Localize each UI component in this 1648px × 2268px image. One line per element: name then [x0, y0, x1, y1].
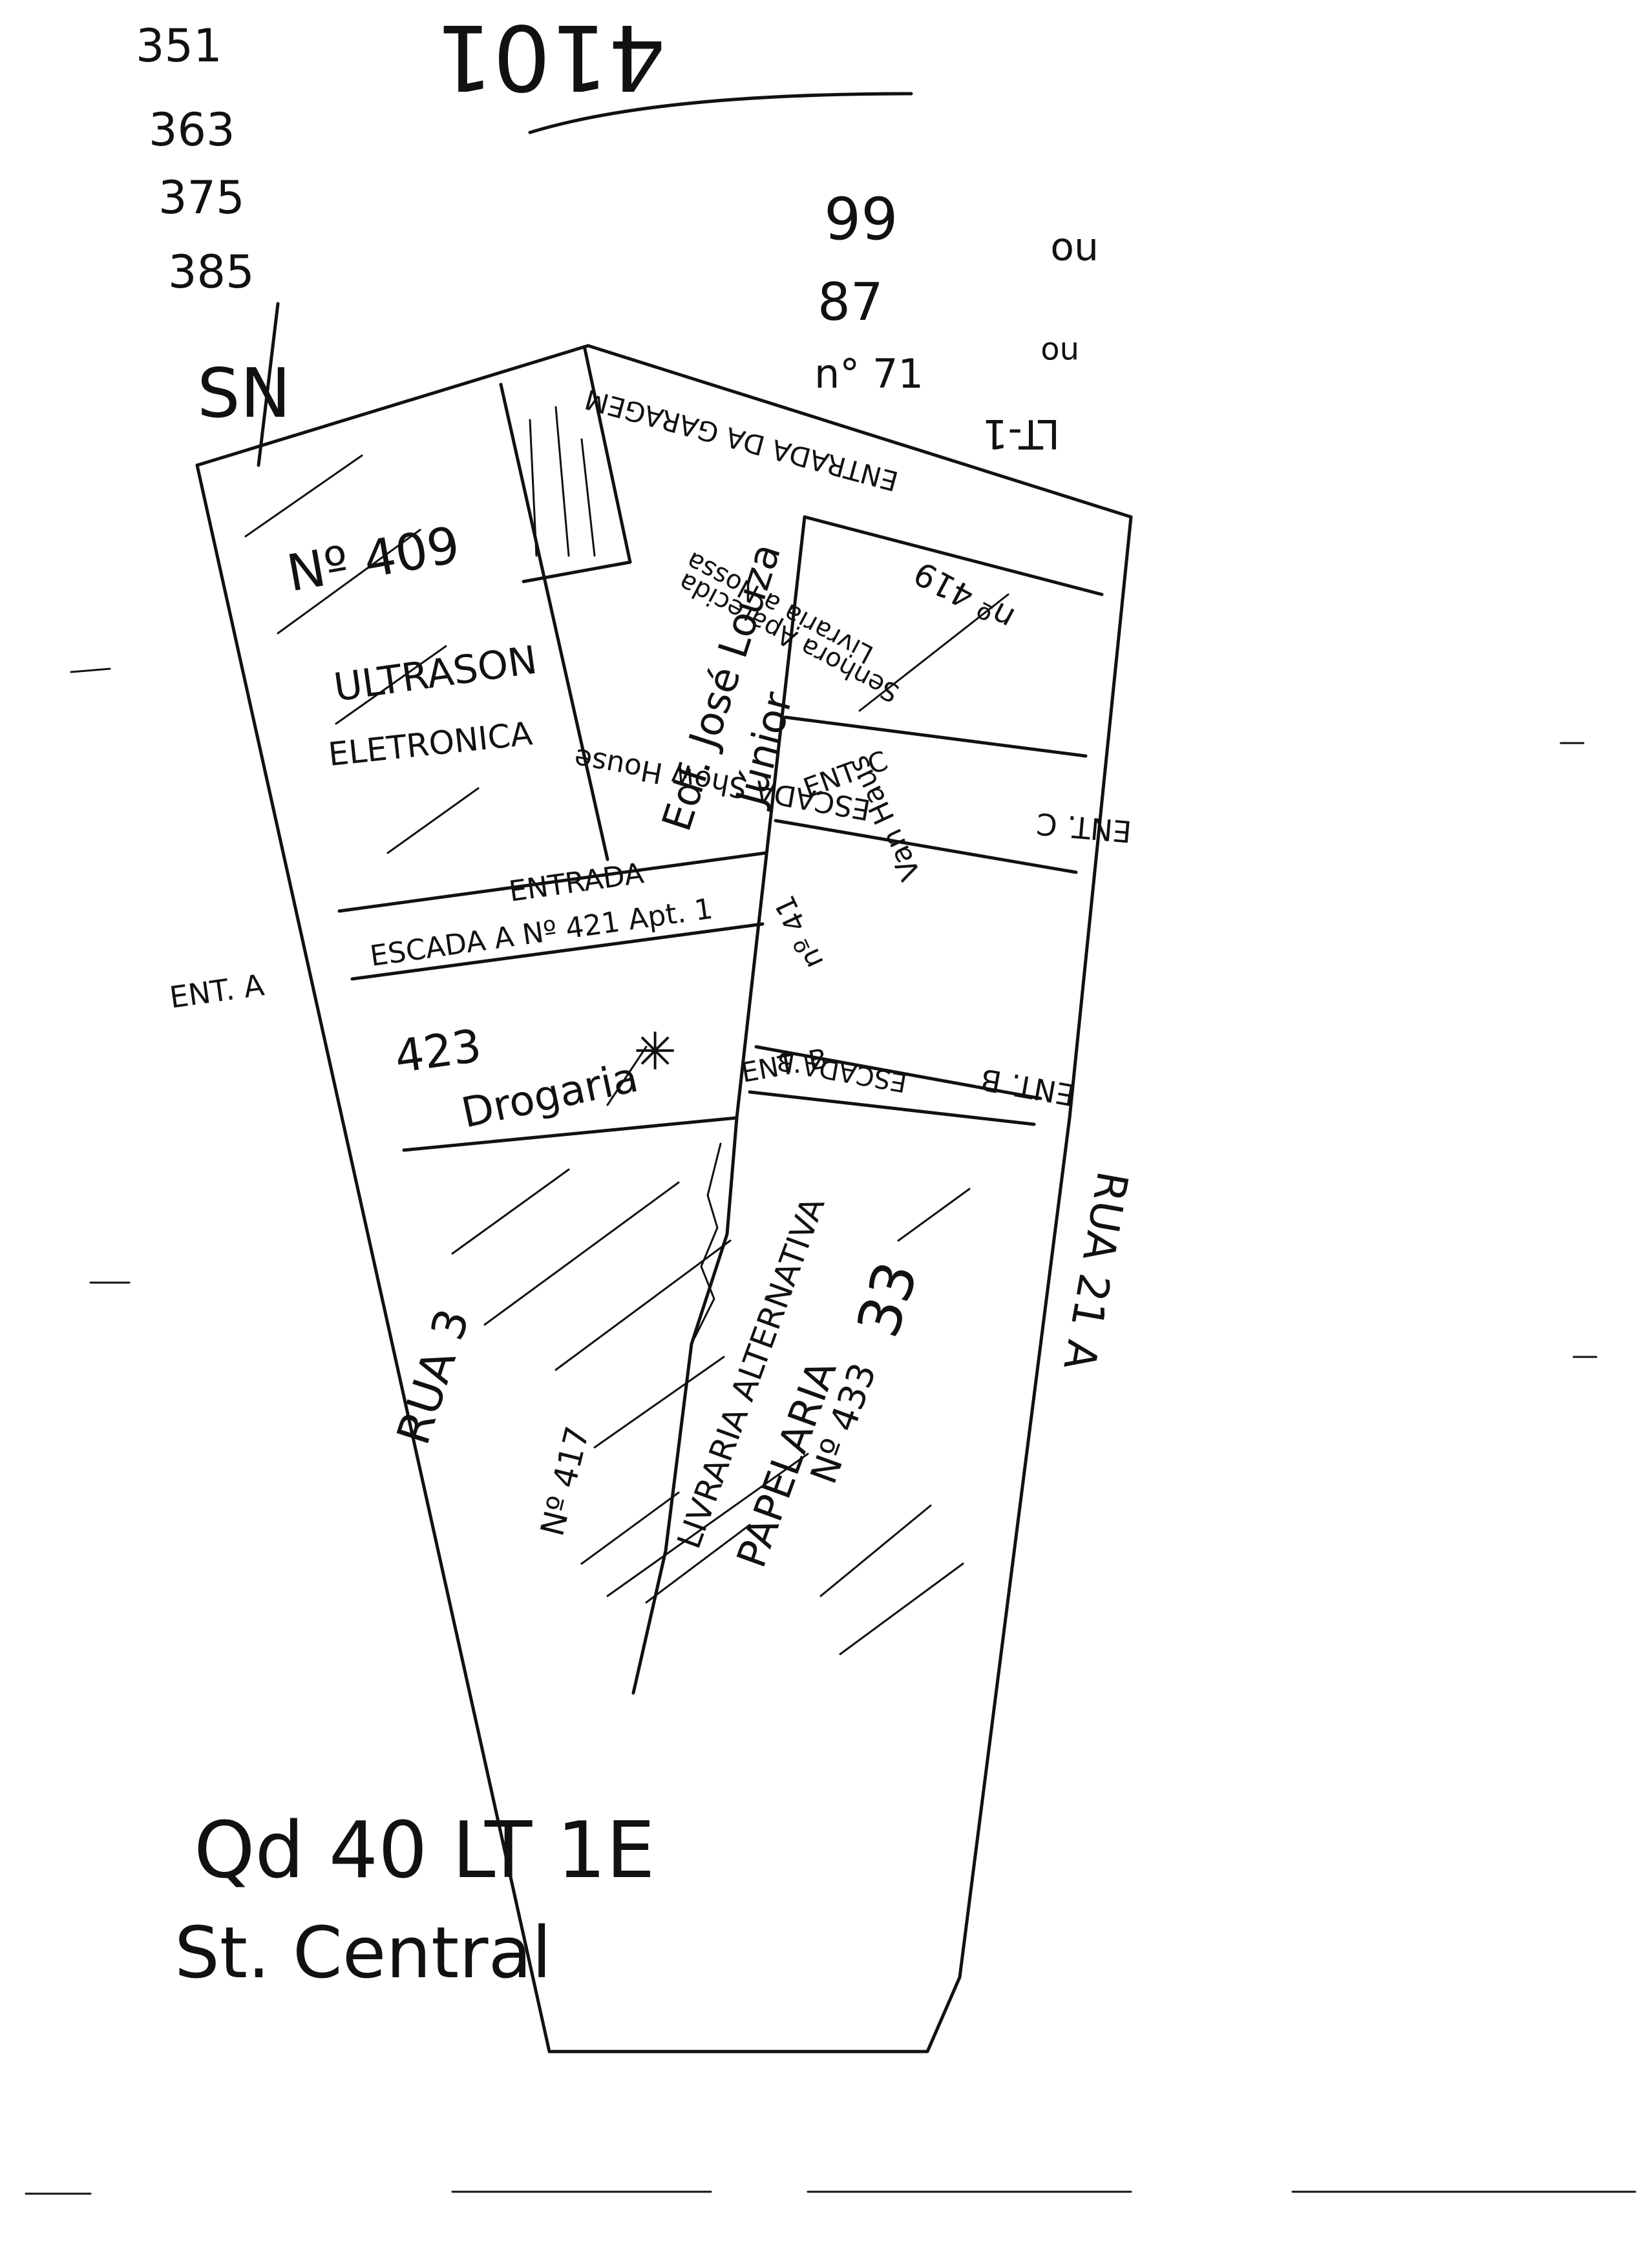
top-right-label: no [1050, 229, 1099, 275]
right-shop-number: nº 419 [908, 554, 1020, 637]
top-right-number: n° 71 [814, 350, 924, 397]
building-outline [195, 344, 1133, 2053]
stair-a-label: ESCADA A Nº 421 Apt. 1 [368, 892, 715, 973]
footer-line-1: Qd 40 LT 1E [194, 1806, 655, 1896]
ent-a-label: ENT. A [167, 967, 266, 1015]
top-right-label: no [1041, 335, 1079, 371]
ent-c-outer-label: ENT. C [1035, 806, 1133, 850]
lot-number: 375 [158, 171, 245, 224]
unit-417-number: Nº 417 [533, 1423, 597, 1540]
stair-b-label: ESCADA B [774, 1045, 909, 1098]
drogaria-star: ✳ [633, 1022, 677, 1082]
top-underline [528, 92, 913, 134]
center-scribble [693, 1142, 722, 1339]
left-block-partitions [337, 347, 768, 1152]
top-right-label: LT-1 [982, 410, 1060, 457]
compass-label: SN [197, 354, 291, 433]
unit-409-name: ELETRONICA [326, 715, 534, 773]
unit-409-number: Nº 409 [283, 516, 464, 603]
top-number: 4101 [436, 4, 666, 109]
ent-b-outer-label: ENT. B [978, 1062, 1077, 1113]
stair-a-entrance: ENTRADA [507, 857, 646, 908]
page-marks [25, 667, 1636, 2195]
top-right-number: 99 [824, 185, 898, 253]
hatching [244, 406, 1009, 1655]
street-right-label: RUA 21 A [1053, 1168, 1137, 1374]
footer-line-2: St. Central [174, 1911, 551, 1994]
drogaria-arrow [606, 1045, 648, 1106]
garage-label: ENTRADA DA GARAGEM [582, 383, 902, 498]
unit-417-alt-number: 33 [844, 1254, 931, 1345]
unit-409-name: ULTRASON [331, 638, 540, 711]
top-right-number: 87 [818, 272, 883, 332]
van-haus-number: nº 41 [768, 890, 830, 974]
lot-number-list: 351 363 375 385 [136, 19, 255, 299]
lot-number: 385 [168, 246, 255, 299]
unit-423-number: 423 [392, 1019, 485, 1084]
lot-number: 351 [136, 19, 222, 72]
lot-number: 363 [149, 103, 235, 156]
compass-arrow [257, 302, 280, 467]
